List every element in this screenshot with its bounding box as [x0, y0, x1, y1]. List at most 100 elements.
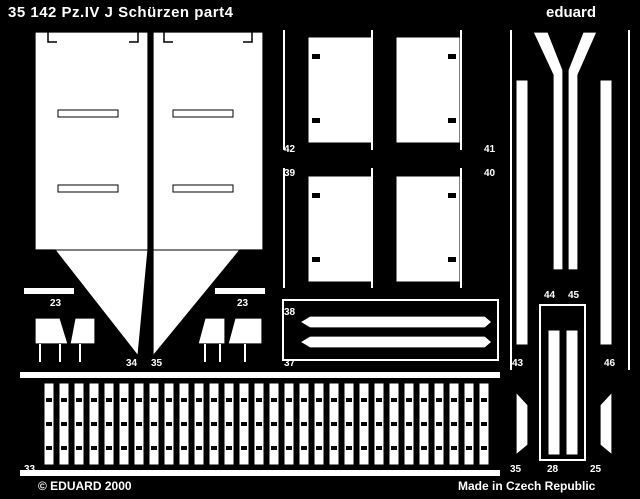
rail-36-37: [282, 299, 499, 361]
comb-tooth-slot: [211, 398, 217, 402]
comb-tooth-slot: [211, 422, 217, 426]
comb-tooth-slot: [241, 446, 247, 450]
comb-tooth-slot: [91, 446, 97, 450]
door-panel-41: [395, 36, 461, 144]
comb-tooth-slot: [136, 398, 142, 402]
comb-tooth-slot: [181, 398, 187, 402]
comb-tooth-slot: [271, 422, 277, 426]
comb-tooth-slot: [181, 422, 187, 426]
comb-tooth-slot: [151, 422, 157, 426]
part-number-35a: 35: [151, 358, 163, 369]
origin-text: Made in Czech Republic: [458, 479, 596, 493]
part-number-44: 44: [544, 290, 556, 301]
comb-tooth-slot: [241, 422, 247, 426]
comb-tooth-slot: [361, 422, 367, 426]
comb-tooth-slot: [61, 398, 67, 402]
part-number-45: 45: [568, 290, 580, 301]
comb-tooth-slot: [136, 422, 142, 426]
bracket-23-right: [197, 288, 265, 362]
brand-logo: eduard: [546, 4, 596, 21]
comb-tooth-slot: [481, 398, 487, 402]
comb-tooth-slot: [376, 398, 382, 402]
comb-tooth-slot: [181, 446, 187, 450]
comb-tooth-slot: [376, 446, 382, 450]
comb-tooth-slot: [451, 446, 457, 450]
part-number-28: 28: [547, 464, 559, 475]
part-number-39: 39: [284, 168, 296, 179]
comb-tooth-slot: [346, 422, 352, 426]
comb-tooth-slot: [286, 422, 292, 426]
comb-tooth-slot: [121, 422, 127, 426]
comb-tooth-slot: [436, 422, 442, 426]
comb-tooth-slot: [46, 422, 52, 426]
skirt-plate-left: [34, 31, 149, 358]
door-panel-40: [395, 175, 461, 283]
comb-tooth-slot: [121, 398, 127, 402]
comb-tooth-slot: [406, 422, 412, 426]
comb-tooth-slot: [166, 446, 172, 450]
comb-tooth-slot: [226, 422, 232, 426]
part-number-40: 40: [484, 168, 496, 179]
comb-tooth-slot: [391, 398, 397, 402]
comb-tooth-slot: [391, 422, 397, 426]
comb-tooth-slot: [331, 398, 337, 402]
comb-tooth-slot: [271, 398, 277, 402]
part-number-23a: 23: [50, 298, 62, 309]
comb-tooth-slot: [196, 446, 202, 450]
comb-tooth-slot: [106, 422, 112, 426]
part-number-43: 43: [512, 358, 524, 369]
part-number-23b: 23: [237, 298, 249, 309]
comb-tooth-slot: [361, 398, 367, 402]
comb-tooth-slot: [481, 446, 487, 450]
comb-tooth-slot: [421, 398, 427, 402]
part-number-42: 42: [284, 144, 296, 155]
copyright-text: © EDUARD 2000: [38, 479, 132, 493]
comb-tooth-slot: [361, 446, 367, 450]
comb-tooth-slot: [466, 398, 472, 402]
brackets-35-25: [515, 390, 613, 457]
comb-tooth-slot: [316, 422, 322, 426]
comb-tooth-slot: [331, 422, 337, 426]
comb-tooth-slot: [316, 398, 322, 402]
comb-tooth-slot: [91, 422, 97, 426]
skirt-plate-right: [152, 31, 264, 358]
part-number-38: 38: [284, 307, 296, 318]
comb-tooth-slot: [256, 398, 262, 402]
comb-tooth-slot: [106, 446, 112, 450]
comb-tooth-slot: [421, 446, 427, 450]
comb-tooth-slot: [211, 446, 217, 450]
comb-tooth-slot: [346, 398, 352, 402]
strip-28: [539, 304, 586, 461]
part-number-34: 34: [126, 358, 138, 369]
bracket-23-left: [24, 288, 96, 362]
comb-tooth-slot: [346, 446, 352, 450]
comb-tooth-slot: [121, 446, 127, 450]
comb-tooth-slot: [451, 422, 457, 426]
comb-tooth-slot: [196, 422, 202, 426]
comb-tooth-slot: [151, 446, 157, 450]
comb-tooth-slot: [151, 398, 157, 402]
part-number-25: 25: [590, 464, 602, 475]
part-number-33: 33: [24, 464, 36, 475]
comb-tooth-slot: [376, 422, 382, 426]
strips-43-46: [510, 30, 630, 370]
comb-tooth-slot: [91, 398, 97, 402]
comb-tooth-slot: [421, 422, 427, 426]
comb-tooth-slot: [331, 446, 337, 450]
comb-tooth-slot: [436, 446, 442, 450]
comb-tooth-slot: [406, 398, 412, 402]
comb-tooth-slot: [466, 422, 472, 426]
comb-tooth-slot: [61, 422, 67, 426]
comb-tooth-slot: [301, 422, 307, 426]
comb-tooth-slot: [76, 422, 82, 426]
comb-tooth-slot: [76, 398, 82, 402]
comb-tooth-slot: [226, 398, 232, 402]
sheet-title: 35 142 Pz.IV J Schürzen part4: [8, 4, 234, 21]
comb-tooth-slot: [481, 422, 487, 426]
comb-tooth-slot: [286, 398, 292, 402]
comb-tooth-slot: [466, 446, 472, 450]
comb-tooth-slot: [166, 398, 172, 402]
comb-tooth-slot: [46, 446, 52, 450]
comb-tooth-slot: [256, 446, 262, 450]
